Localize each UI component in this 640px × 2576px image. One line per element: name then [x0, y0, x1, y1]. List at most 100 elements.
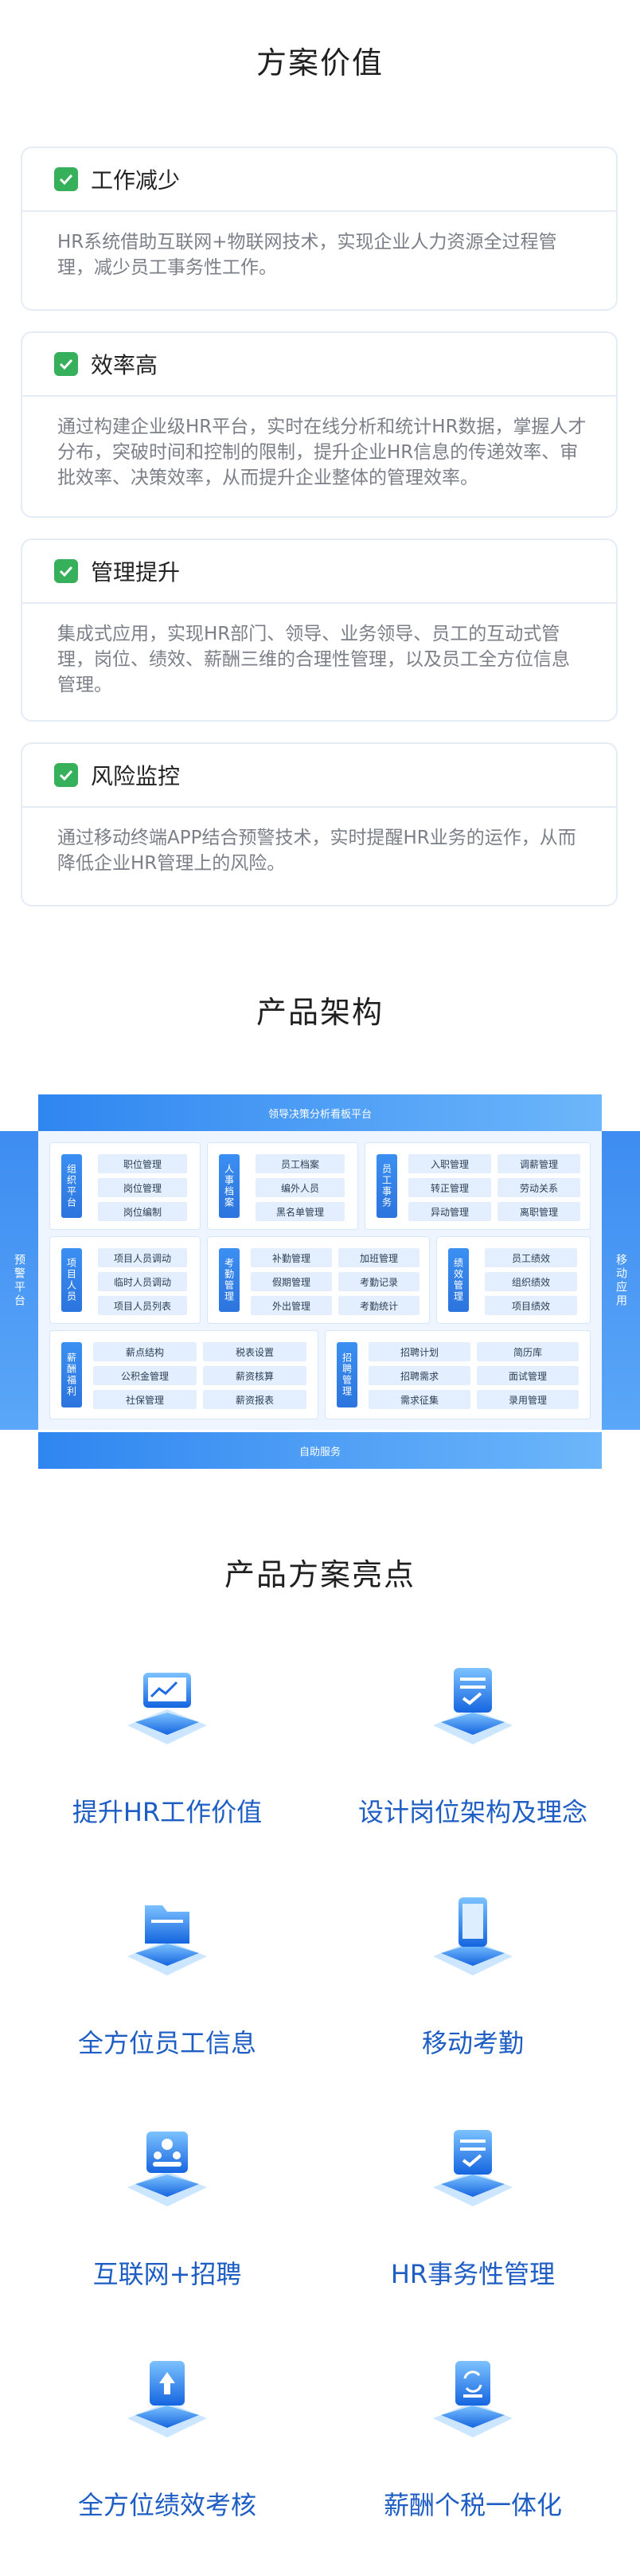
highlight-item: 全方位员工信息	[8, 1888, 326, 2079]
module-org-platform: 组织平台 职位管理 岗位管理 岗位编制	[49, 1142, 201, 1230]
card-header: 管理提升	[22, 540, 616, 604]
highlight-label: 设计岗位架构及理念	[357, 1797, 587, 1827]
document-upload-icon	[127, 2361, 207, 2437]
module-item: 异动管理	[408, 1202, 491, 1221]
highlight-item: HR事务性管理	[314, 2119, 632, 2310]
modules-area: 组织平台 职位管理 岗位管理 岗位编制 人事档案 员工档案 编外人员 黑名单管理…	[38, 1131, 602, 1430]
module-item: 薪资报表	[203, 1390, 306, 1409]
module-item: 外出管理	[251, 1296, 332, 1315]
module-item: 假期管理	[251, 1272, 332, 1291]
module-item: 招聘计划	[369, 1342, 470, 1361]
module-item: 员工绩效	[485, 1248, 577, 1267]
module-item: 岗位编制	[98, 1202, 187, 1221]
module-payroll-benefits: 薪酬福利 薪点结构 税表设置 公积金管理 薪资核算 社保管理 薪资报表	[49, 1330, 318, 1419]
highlight-label: 互联网+招聘	[92, 2259, 242, 2289]
module-label: 项目人员	[61, 1248, 82, 1312]
check-icon	[54, 167, 78, 191]
clipboard-check-icon	[433, 2130, 513, 2206]
left-side-bar: 预警平台	[0, 1131, 38, 1430]
highlight-item: 设计岗位架构及理念	[314, 1657, 632, 1848]
module-item: 需求征集	[369, 1390, 470, 1409]
module-item: 加班管理	[338, 1248, 420, 1267]
highlight-label: 提升HR工作价值	[72, 1797, 263, 1827]
arch-section-title: 产品架构	[256, 995, 384, 1030]
module-item: 项目人员调动	[98, 1248, 187, 1267]
presentation-chart-icon	[127, 1673, 207, 1744]
module-performance: 绩效管理 员工绩效 组织绩效 项目绩效	[436, 1236, 591, 1324]
mobile-phone-icon	[433, 1897, 513, 1975]
highlight-item: 薪酬个税一体化	[314, 2350, 632, 2541]
team-recruit-icon	[127, 2132, 207, 2206]
module-item: 转正管理	[408, 1178, 491, 1197]
module-item: 薪点结构	[93, 1342, 197, 1361]
module-label: 考勤管理	[219, 1248, 240, 1312]
module-item: 入职管理	[408, 1154, 491, 1173]
module-item: 社保管理	[93, 1390, 197, 1409]
card-title: 工作减少	[91, 167, 181, 194]
module-item: 补勤管理	[251, 1248, 332, 1267]
module-label: 人事档案	[219, 1154, 240, 1218]
right-side-bar: 移动应用	[602, 1131, 640, 1430]
card-text: 通过移动终端APP结合预警技术，实时提醒HR业务的运作，从而降低企业HR管理上的…	[57, 828, 576, 874]
module-employee-affairs: 员工事务 入职管理 调薪管理 转正管理 劳动关系 异动管理 离职管理	[365, 1142, 591, 1230]
refresh-document-icon	[433, 2361, 513, 2437]
module-label: 绩效管理	[448, 1248, 469, 1312]
module-item: 岗位管理	[98, 1178, 187, 1197]
module-item: 招聘需求	[369, 1366, 470, 1385]
highlight-label: 移动考勤	[421, 2028, 524, 2058]
module-item: 组织绩效	[485, 1272, 577, 1291]
card-title: 效率高	[91, 352, 158, 378]
module-item: 劳动关系	[498, 1178, 580, 1197]
value-card-management: 管理提升 集成式应用，实现HR部门、领导、业务领导、员工的互动式管理，岗位、绩效…	[21, 538, 618, 722]
module-item: 职位管理	[98, 1154, 187, 1173]
highlight-item: 提升HR工作价值	[8, 1657, 326, 1848]
highlight-item: 移动考勤	[314, 1888, 632, 2079]
module-item: 黑名单管理	[256, 1202, 345, 1221]
value-section-title: 方案价值	[256, 45, 384, 80]
check-icon	[54, 352, 78, 376]
card-header: 风险监控	[22, 744, 616, 808]
clipboard-check-icon	[433, 1668, 513, 1744]
check-icon	[54, 763, 78, 787]
folder-icon	[127, 1905, 207, 1975]
check-icon	[54, 559, 78, 583]
module-item: 员工档案	[256, 1154, 345, 1173]
module-personnel-archive: 人事档案 员工档案 编外人员 黑名单管理	[207, 1142, 358, 1230]
value-card-work-reduce: 工作减少 HR系统借助互联网+物联网技术，实现企业人力资源全过程管理，减少员工事…	[21, 147, 618, 311]
highlight-label: HR事务性管理	[390, 2259, 556, 2289]
card-title: 管理提升	[91, 559, 181, 585]
bottom-service-bar: 自助服务	[38, 1432, 602, 1469]
highlight-label: 薪酬个税一体化	[383, 2490, 562, 2520]
module-label: 招聘管理	[337, 1342, 357, 1407]
module-item: 录用管理	[477, 1390, 579, 1409]
module-label: 组织平台	[61, 1154, 82, 1218]
card-text: 集成式应用，实现HR部门、领导、业务领导、员工的互动式管理，岗位、绩效、薪酬三维…	[57, 624, 570, 695]
highlights-section-title: 产品方案亮点	[224, 1557, 416, 1592]
module-label: 薪酬福利	[61, 1342, 82, 1407]
value-card-efficiency: 效率高 通过构建企业级HR平台，实时在线分析和统计HR数据，掌握人才分布，突破时…	[21, 331, 618, 518]
module-item: 项目人员列表	[98, 1296, 187, 1315]
module-item: 税表设置	[203, 1342, 306, 1361]
module-item: 项目绩效	[485, 1296, 577, 1315]
module-attendance: 考勤管理 补勤管理 加班管理 假期管理 考勤记录 外出管理 考勤统计	[207, 1236, 430, 1324]
module-item: 公积金管理	[93, 1366, 197, 1385]
highlight-item: 全方位绩效考核	[8, 2350, 326, 2541]
module-item: 简历库	[477, 1342, 579, 1361]
module-item: 临时人员调动	[98, 1272, 187, 1291]
card-text: HR系统借助互联网+物联网技术，实现企业人力资源全过程管理，减少员工事务性工作。	[57, 232, 557, 278]
module-item: 考勤记录	[338, 1272, 420, 1291]
module-item: 离职管理	[498, 1202, 580, 1221]
highlight-label: 全方位绩效考核	[77, 2490, 256, 2520]
module-item: 薪资核算	[203, 1366, 306, 1385]
module-label: 员工事务	[377, 1154, 397, 1218]
card-header: 工作减少	[22, 148, 616, 212]
module-item: 调薪管理	[498, 1154, 580, 1173]
top-platform-bar: 领导决策分析看板平台	[38, 1094, 602, 1131]
module-item: 编外人员	[256, 1178, 345, 1197]
card-header: 效率高	[22, 333, 616, 397]
value-card-risk: 风险监控 通过移动终端APP结合预警技术，实时提醒HR业务的运作，从而降低企业H…	[21, 742, 618, 906]
card-text: 通过构建企业级HR平台，实时在线分析和统计HR数据，掌握人才分布，突破时间和控制…	[57, 417, 587, 488]
module-project-staff: 项目人员 项目人员调动 临时人员调动 项目人员列表	[49, 1236, 201, 1324]
module-item: 考勤统计	[338, 1296, 420, 1315]
highlight-label: 全方位员工信息	[77, 2028, 256, 2058]
